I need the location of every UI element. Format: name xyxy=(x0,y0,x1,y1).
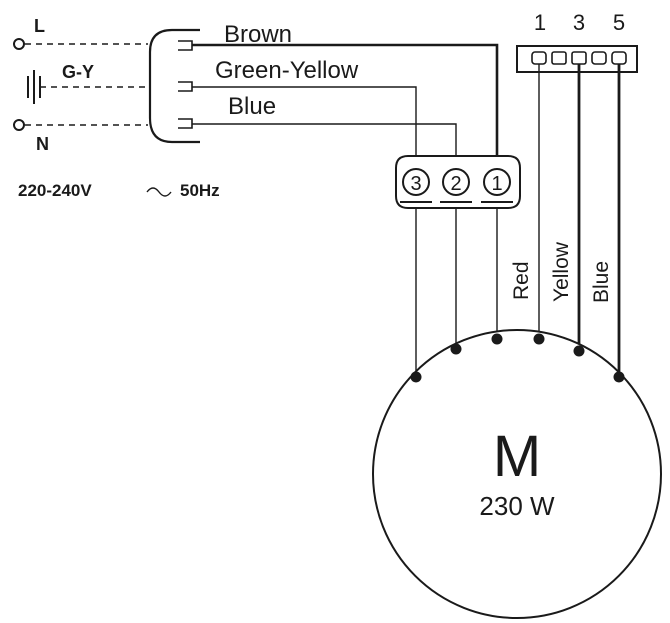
voltage-rating: 220-240V xyxy=(18,181,92,200)
motor-housing xyxy=(372,329,662,619)
earth-label: G-Y xyxy=(62,62,94,82)
line-terminal xyxy=(13,38,25,50)
frequency-rating: 50Hz xyxy=(180,181,220,200)
terminal-b-label-5: 5 xyxy=(613,10,625,35)
plug-pin-earth xyxy=(178,81,193,92)
brown-wire xyxy=(192,43,499,172)
lead-label-blue: Blue xyxy=(590,261,613,303)
lead-label-yellow: Yellow xyxy=(550,241,573,302)
green-yellow-wire xyxy=(192,86,417,172)
terminal-a-3-number: 3 xyxy=(410,173,421,195)
motor-power-rating: 230 W xyxy=(479,491,555,521)
terminal-a-1-number: 1 xyxy=(491,173,502,195)
plug-connector xyxy=(148,28,200,144)
lead-label-red: Red xyxy=(510,261,533,300)
terminal-a-3: 3 xyxy=(402,168,430,196)
line-label: L xyxy=(34,16,45,36)
terminal-a-2: 2 xyxy=(442,168,470,196)
wire-label-brown: Brown xyxy=(224,21,292,48)
plug-pin-blue xyxy=(178,118,193,129)
motor-symbol: M xyxy=(493,424,541,489)
motor-connection-dots xyxy=(410,333,625,383)
terminal-a-2-number: 2 xyxy=(450,173,461,195)
terminal-b-label-3: 3 xyxy=(573,10,585,35)
earth-symbol xyxy=(27,70,41,104)
neutral-terminal xyxy=(13,119,25,131)
wire-label-blue: Blue xyxy=(228,93,276,120)
neutral-label: N xyxy=(36,134,49,154)
terminal-a-1: 1 xyxy=(483,168,511,196)
ac-tilde-symbol xyxy=(146,187,172,197)
terminal-b-label-1: 1 xyxy=(534,10,546,35)
terminal-b-slots xyxy=(531,51,627,65)
wire-label-green-yellow: Green-Yellow xyxy=(215,57,359,84)
plug-pin-brown xyxy=(178,40,193,51)
